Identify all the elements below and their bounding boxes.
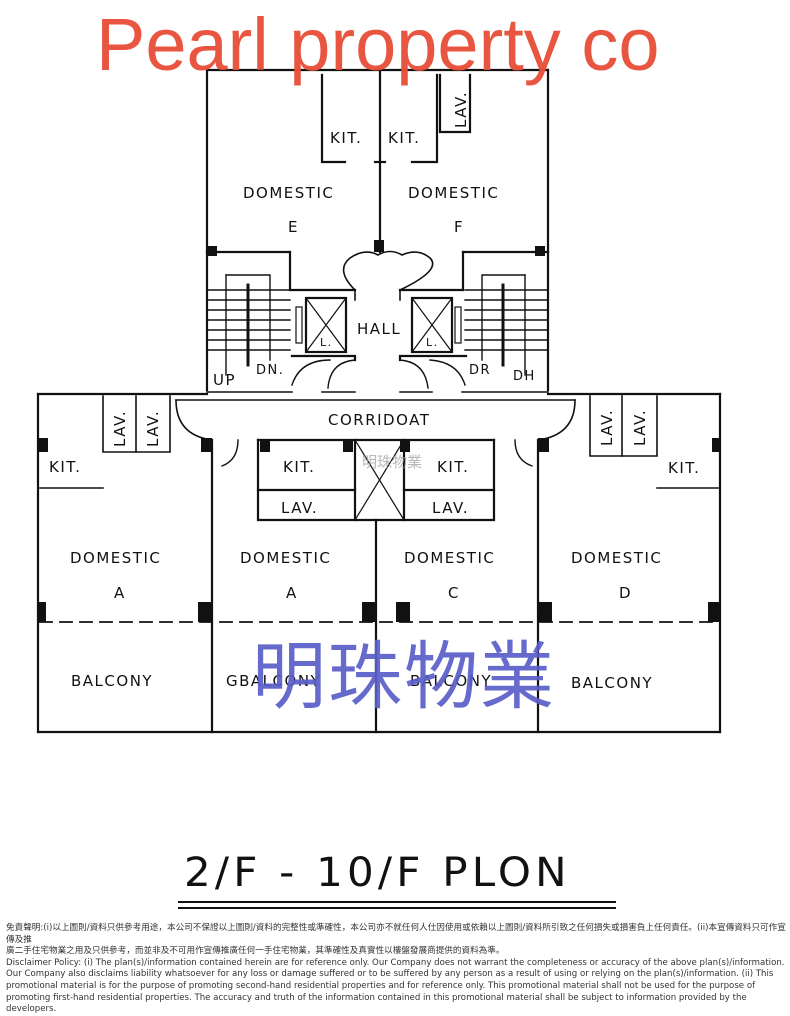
- domestic-a-left-unit: A: [114, 584, 126, 602]
- brand-watermark-en: Pearl property co: [96, 3, 660, 86]
- stair-dn-label-right-1: DR: [469, 363, 491, 378]
- core-walls: [205, 250, 550, 392]
- domestic-d-label: DOMESTIC: [571, 549, 662, 567]
- lav-label-mid-c: LAV.: [432, 499, 469, 517]
- stair-dn-label-left: DN.: [256, 363, 284, 378]
- stair-up-label: UP: [213, 371, 236, 389]
- disclaimer-zh-line2: 廣二手住宅物業之用及只供參考，而並非及不可用作宣傳推廣任何一手住宅物業，其準確性…: [6, 946, 505, 957]
- balcony-label-right: BALCONY: [571, 674, 653, 692]
- domestic-e-unit: E: [288, 218, 299, 236]
- corridor-label: CORRIDOAT: [328, 411, 430, 429]
- hall-label: HALL: [357, 320, 401, 338]
- structural-columns: [38, 240, 720, 622]
- domestic-d-unit: D: [619, 584, 632, 602]
- plan-title: 2/F - 10/F PLON: [184, 850, 571, 896]
- domestic-e-label: DOMESTIC: [243, 184, 334, 202]
- domestic-c-label: DOMESTIC: [404, 549, 495, 567]
- corridor-walls: [36, 391, 722, 467]
- balcony-label-mid-c: BALCONY: [410, 672, 492, 690]
- brand-watermark-cn: 明珠物業: [252, 634, 556, 720]
- disclaimer-en: Disclaimer Policy: (i) The plan(s)/infor…: [6, 957, 785, 1015]
- kit-label-left: KIT.: [49, 458, 81, 476]
- kit-label-mid-a: KIT.: [283, 458, 315, 476]
- lav-label-left-1: LAV.: [111, 410, 129, 447]
- lav-label-mid-a: LAV.: [281, 499, 318, 517]
- stair-dn-label-right-2: DH: [513, 369, 536, 384]
- kit-label-mid-c: KIT.: [437, 458, 469, 476]
- upper-wing-walls: [205, 68, 550, 254]
- disclaimer: 免責聲明:(i)以上圖則/資料只供參考用途，本公司不保證以上圖則/資料的完整性或…: [6, 923, 786, 1016]
- domestic-a-mid-label: DOMESTIC: [240, 549, 331, 567]
- lav-label-right-2: LAV.: [631, 409, 649, 446]
- lav-label-right-1: LAV.: [598, 409, 616, 446]
- balcony-label-left: BALCONY: [71, 672, 153, 690]
- kit-label-right: KIT.: [668, 459, 700, 477]
- kit-label-f: KIT.: [388, 129, 420, 147]
- balcony-label-mid-a: GBALCONY: [226, 672, 321, 690]
- lift-label-right: L.: [426, 336, 439, 349]
- lav-label-left-2: LAV.: [144, 410, 162, 447]
- domestic-a-left-label: DOMESTIC: [70, 549, 161, 567]
- lift-label-left: L.: [320, 336, 333, 349]
- domestic-c-unit: C: [448, 584, 460, 602]
- domestic-a-mid-unit: A: [286, 584, 298, 602]
- brand-watermark-cn-small: 明珠物業: [362, 453, 423, 471]
- kit-label-e: KIT.: [330, 129, 362, 147]
- lav-label-f: LAV.: [452, 91, 470, 128]
- disclaimer-zh-line1: 免責聲明:(i)以上圖則/資料只供參考用途，本公司不保證以上圖則/資料的完整性或…: [6, 923, 786, 945]
- domestic-f-label: DOMESTIC: [408, 184, 499, 202]
- domestic-f-unit: F: [454, 218, 464, 236]
